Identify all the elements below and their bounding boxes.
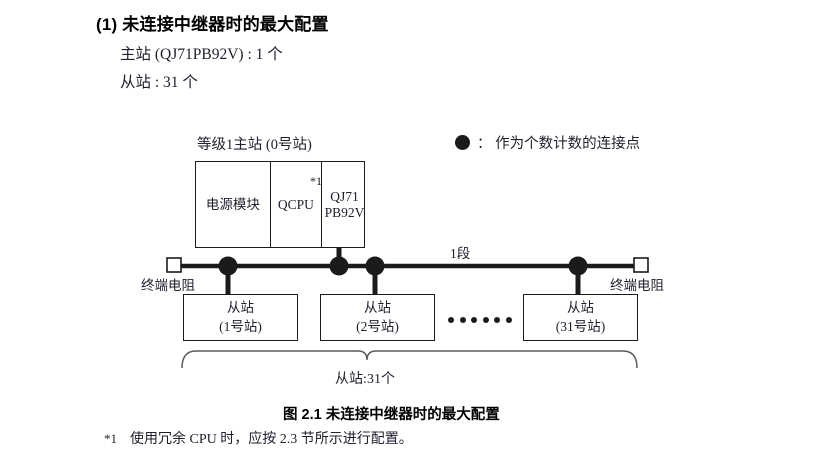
slave-31-station: (31号站) (555, 318, 606, 334)
network-module-label-line1: QJ71 (330, 188, 359, 204)
terminator-right-icon (633, 257, 649, 273)
slave-station-box-1: 从站 (1号站) (183, 294, 298, 341)
connection-node-slave-1 (218, 256, 238, 276)
footnote-text: 使用冗余 CPU 时，应按 2.3 节所示进行配置。 (130, 432, 413, 447)
master-rack: 电源模块 QCPU *1 QJ71 PB92V (195, 161, 365, 248)
connection-node-slave-2 (365, 256, 385, 276)
slave-31-name: 从站 (567, 300, 594, 316)
legend-label: ： 作为个数计数的连接点 (477, 136, 641, 152)
terminator-left-icon (166, 257, 182, 273)
slave-group-brace-label: 从站:31个 (335, 372, 395, 387)
rack-cell-cpu: QCPU *1 (269, 162, 322, 247)
ellipsis-dots (448, 314, 512, 326)
slave-station-box-2: 从站 (2号站) (320, 294, 435, 341)
ellipsis-dot (505, 317, 512, 323)
slave-2-station: (2号站) (356, 318, 399, 334)
slave-1-name: 从站 (227, 300, 254, 316)
filled-circle-icon (455, 135, 470, 150)
rack-cell-power-module: 电源模块 (205, 196, 260, 212)
slave-1-station: (1号站) (219, 318, 262, 334)
slave-2-name: 从站 (364, 300, 391, 316)
ellipsis-dot (471, 317, 478, 323)
ellipsis-dot (482, 317, 489, 323)
slave-station-box-31: 从站 (31号站) (523, 294, 638, 341)
spec-slave-station: 从站 : 31 个 (120, 74, 198, 91)
spec-master-station: 主站 (QJ71PB92V) : 1 个 (120, 46, 283, 63)
rack-cell-network-module: QJ71 PB92V (321, 162, 364, 247)
network-module-label-line2: PB92V (324, 204, 365, 220)
ellipsis-dot (459, 317, 466, 323)
footnote-marker: *1 (104, 431, 117, 446)
master-station-title: 等级1主站 (0号站) (197, 137, 312, 153)
terminator-right-label: 终端电阻 (610, 278, 664, 293)
figure-caption: 图 2.1 未连接中继器时的最大配置 (283, 407, 500, 423)
legend: ： 作为个数计数的连接点 (455, 132, 640, 153)
connection-node-master (329, 256, 349, 276)
section-heading: (1) 未连接中继器时的最大配置 (96, 15, 329, 34)
cpu-footnote-marker: *1 (310, 174, 322, 188)
rack-cell-cpu-label: QCPU (277, 196, 314, 212)
segment-label: 1段 (450, 246, 471, 261)
slave-group-brace (181, 350, 638, 369)
terminator-left-label: 终端电阻 (141, 278, 195, 293)
footnote: *1 使用冗余 CPU 时，应按 2.3 节所示进行配置。 (104, 428, 413, 448)
connection-node-slave-31 (568, 256, 588, 276)
ellipsis-dot (494, 317, 501, 323)
ellipsis-dot (448, 317, 454, 323)
